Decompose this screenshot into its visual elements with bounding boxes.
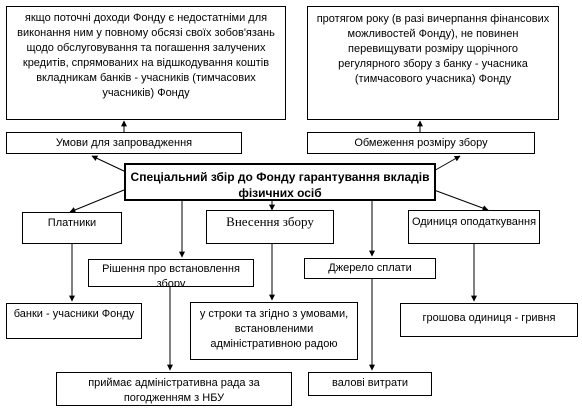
unit-label: Одиниця оподаткування [411,216,537,228]
payers-description-box: банки - учасники Фонду [6,303,142,339]
conditions-description-box: якщо поточні доходи Фонду є недостатніми… [6,6,286,120]
decision-description-text: приймає адміністративна рада за погоджен… [88,377,260,404]
payment-label: Внесення збору [226,214,314,229]
center-box: Спеціальний збір до Фонду гарантування в… [124,163,436,201]
conditions-label: Умови для запровадження [55,137,193,149]
payment-description-box: у строки та згідно з умовами, встановлен… [190,302,358,360]
source-description-box: валові витрати [308,372,432,396]
limit-description-text: протягом року (в разі вичерпання фінансо… [316,13,550,85]
source-label: Джерело сплати [328,262,412,274]
unit-description-box: грошова одиниця - гривня [400,303,578,337]
conditions-box: Умови для запровадження [6,132,242,154]
payers-description-text: банки - учасники Фонду [13,308,135,320]
arrow-center-payers [69,189,125,213]
unit-box: Одиниця оподаткування [408,210,540,244]
limit-box: Обмеження розміру збору [307,132,535,154]
arrow-center-conditions [91,155,127,173]
conditions-description-text: якщо поточні доходи Фонду є недостатніми… [17,12,275,99]
arrow-center-limit [431,155,461,173]
payment-box: Внесення збору [206,210,334,244]
decision-description-box: приймає адміністративна рада за погоджен… [56,372,292,406]
decision-box: Рішення про встановлення збору [88,259,254,287]
center-title: Спеціальний збір до Фонду гарантування в… [130,170,430,200]
source-description-text: валові витрати [331,377,409,389]
unit-description-text: грошова одиниця - гривня [422,312,556,324]
limit-label: Обмеження розміру збору [354,137,488,149]
limit-description-box: протягом року (в разі вичерпання фінансо… [307,6,559,120]
payers-label: Платники [47,217,97,229]
arrow-center-unit [433,189,489,211]
source-box: Джерело сплати [304,258,436,279]
payers-box: Платники [22,212,122,244]
payment-description-text: у строки та згідно з умовами, встановлен… [199,308,349,350]
decision-label: Рішення про встановлення збору [102,263,240,287]
